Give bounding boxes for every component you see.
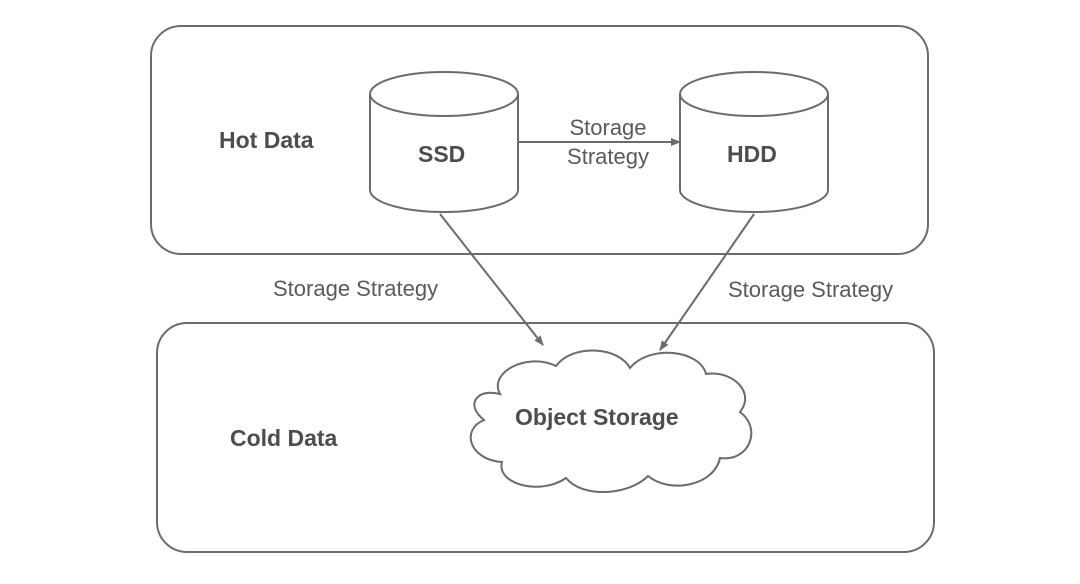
edge-ssd-object-storage-label: Storage Strategy [273, 276, 439, 301]
edge-hdd-object-storage-label: Storage Strategy [728, 277, 894, 302]
hdd-label: HDD [727, 141, 777, 167]
hot-data-zone [150, 25, 929, 255]
ssd-cylinder [369, 71, 519, 213]
cold-data-label: Cold Data [230, 425, 338, 451]
edge-ssd-hdd-label: Storage Strategy [548, 113, 668, 171]
object-storage-label: Object Storage [515, 404, 679, 430]
hdd-cylinder [679, 71, 829, 213]
object-storage-cloud [469, 349, 753, 493]
edge-ssd-hdd-label-line2: Strategy [567, 144, 649, 169]
edge-ssd-object-storage [439, 213, 544, 346]
cold-data-zone [156, 322, 935, 553]
hot-data-label: Hot Data [219, 127, 314, 153]
edge-hdd-object-storage [659, 213, 755, 351]
ssd-label: SSD [418, 141, 466, 167]
edge-ssd-hdd-label-line1: Storage [569, 115, 647, 140]
